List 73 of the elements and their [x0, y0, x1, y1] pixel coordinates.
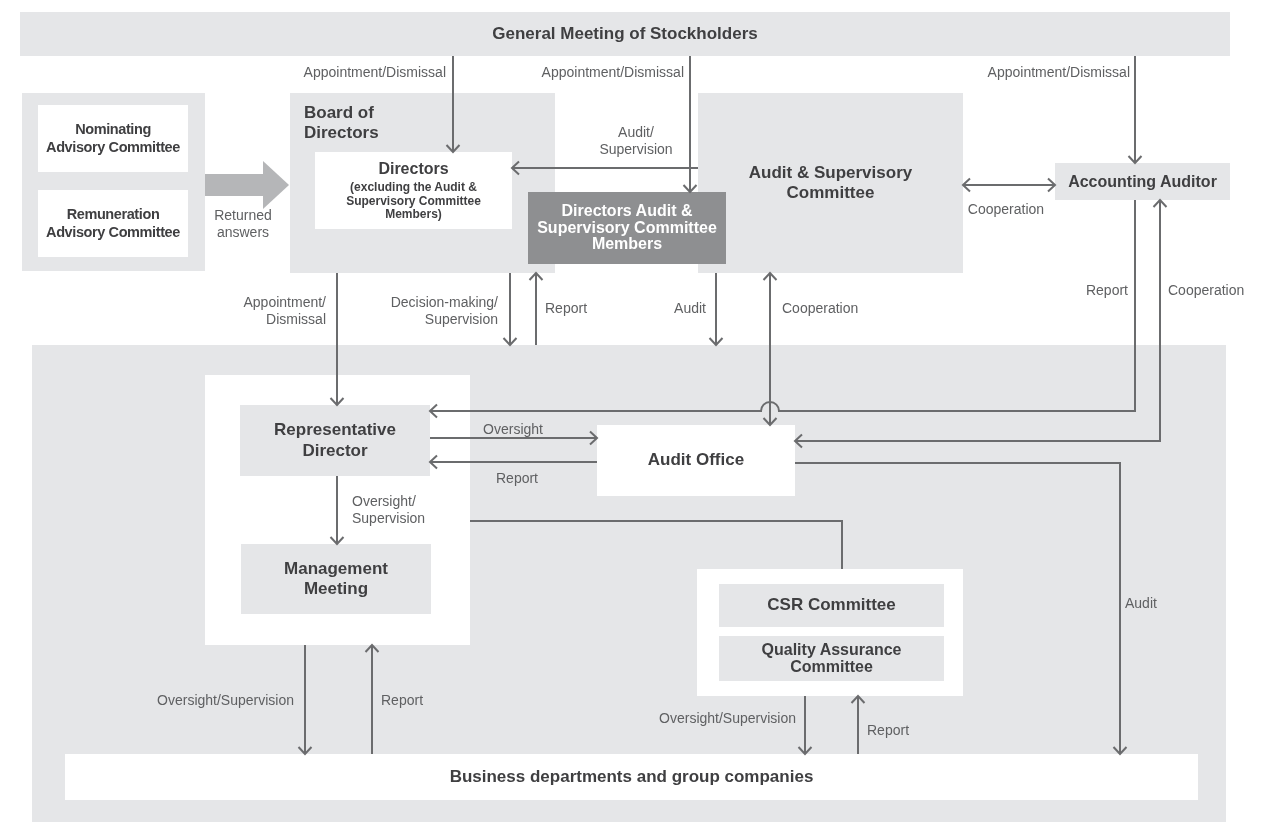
- node-title: Nominating Advisory Committee: [45, 121, 181, 156]
- node-title: Quality Assurance Committee: [760, 641, 903, 676]
- arrow: [1127, 55, 1143, 164]
- arrow: [429, 454, 598, 470]
- node-title: Representative Director: [273, 420, 397, 461]
- arrow: [794, 199, 1168, 449]
- arrow: [794, 462, 1128, 755]
- node-title: Board of Directors: [304, 103, 380, 144]
- edge-label: Report: [381, 692, 424, 709]
- executive-panel: [205, 375, 470, 645]
- edge-label: Decision-making/ Supervision: [389, 294, 498, 328]
- node-title: Accounting Auditor: [1068, 171, 1217, 192]
- committee-box: [719, 636, 944, 681]
- committee-box: [719, 584, 944, 627]
- edge-label: Appointment/Dismissal: [541, 64, 684, 81]
- meeting-box: [241, 544, 431, 614]
- edge-label: Oversight/Supervision: [157, 692, 294, 709]
- edge-label: Cooperation: [967, 201, 1045, 218]
- arrow: [429, 199, 1136, 419]
- edge-label: Report: [867, 722, 910, 739]
- node-title: Management Meeting: [283, 558, 389, 600]
- block-arrow: [205, 161, 289, 209]
- edge-label: Oversight/Supervision: [659, 710, 796, 727]
- office-box: [597, 425, 795, 496]
- edge-label: Oversight: [483, 421, 543, 438]
- committee-box: [38, 105, 188, 172]
- meeting-band: [20, 12, 1230, 56]
- organization-panel: [32, 345, 1226, 822]
- edge-label: Cooperation: [1168, 282, 1245, 299]
- arrow: [850, 695, 866, 755]
- edge-label: Audit: [674, 300, 706, 317]
- node-title: Directors Audit & Supervisory Committee Members: [536, 202, 718, 254]
- arrow: [364, 644, 380, 755]
- edge-label: Audit: [1125, 595, 1157, 612]
- edge-label: Appointment/Dismissal: [303, 64, 446, 81]
- directors-box: [528, 192, 726, 264]
- edge-label: Oversight/ Supervision: [352, 493, 427, 527]
- arrow: [797, 695, 813, 755]
- auditor-box: [1055, 163, 1230, 200]
- edge-label: Report: [496, 470, 538, 487]
- arrow: [708, 272, 724, 346]
- arrow: [528, 272, 544, 346]
- edge-label: Cooperation: [782, 300, 859, 317]
- edge-label: Audit/ Supervision: [598, 124, 674, 158]
- edge-label: Appointment/Dismissal: [987, 64, 1130, 81]
- edge-label: Report: [545, 300, 588, 317]
- edge-label: Returned answers: [213, 207, 273, 241]
- committee-group-panel: [22, 93, 205, 271]
- committee-box: [38, 190, 188, 257]
- arrow: [445, 55, 461, 153]
- director-box: [240, 405, 430, 476]
- edge-label: Report: [1085, 282, 1128, 299]
- node-title: Remuneration Advisory Committee: [45, 206, 181, 241]
- edge-label: Appointment/ Dismissal: [242, 294, 326, 328]
- node-title: Audit Office: [647, 450, 745, 471]
- arrow: [429, 430, 598, 446]
- arrow: [502, 272, 518, 346]
- arrow: [329, 272, 345, 406]
- arrow: [762, 272, 778, 426]
- node-subtitle: (excluding the Audit & Supervisory Committee Members): [345, 180, 482, 223]
- node-title: Business departments and group companies: [449, 766, 814, 788]
- committees-panel: [697, 569, 963, 696]
- arrow: [297, 644, 313, 755]
- node-title: General Meeting of Stockholders: [492, 23, 758, 45]
- arrow: [682, 55, 698, 193]
- departments-bar: [65, 754, 1198, 800]
- arrow: [329, 475, 345, 545]
- node-title: Audit & Supervisory Committee: [747, 162, 914, 204]
- node-title: CSR Committee: [767, 595, 896, 616]
- arrow: [511, 160, 699, 176]
- arrow: [962, 177, 1056, 193]
- node-title: Directors: [378, 158, 449, 178]
- directors-box: [315, 152, 512, 229]
